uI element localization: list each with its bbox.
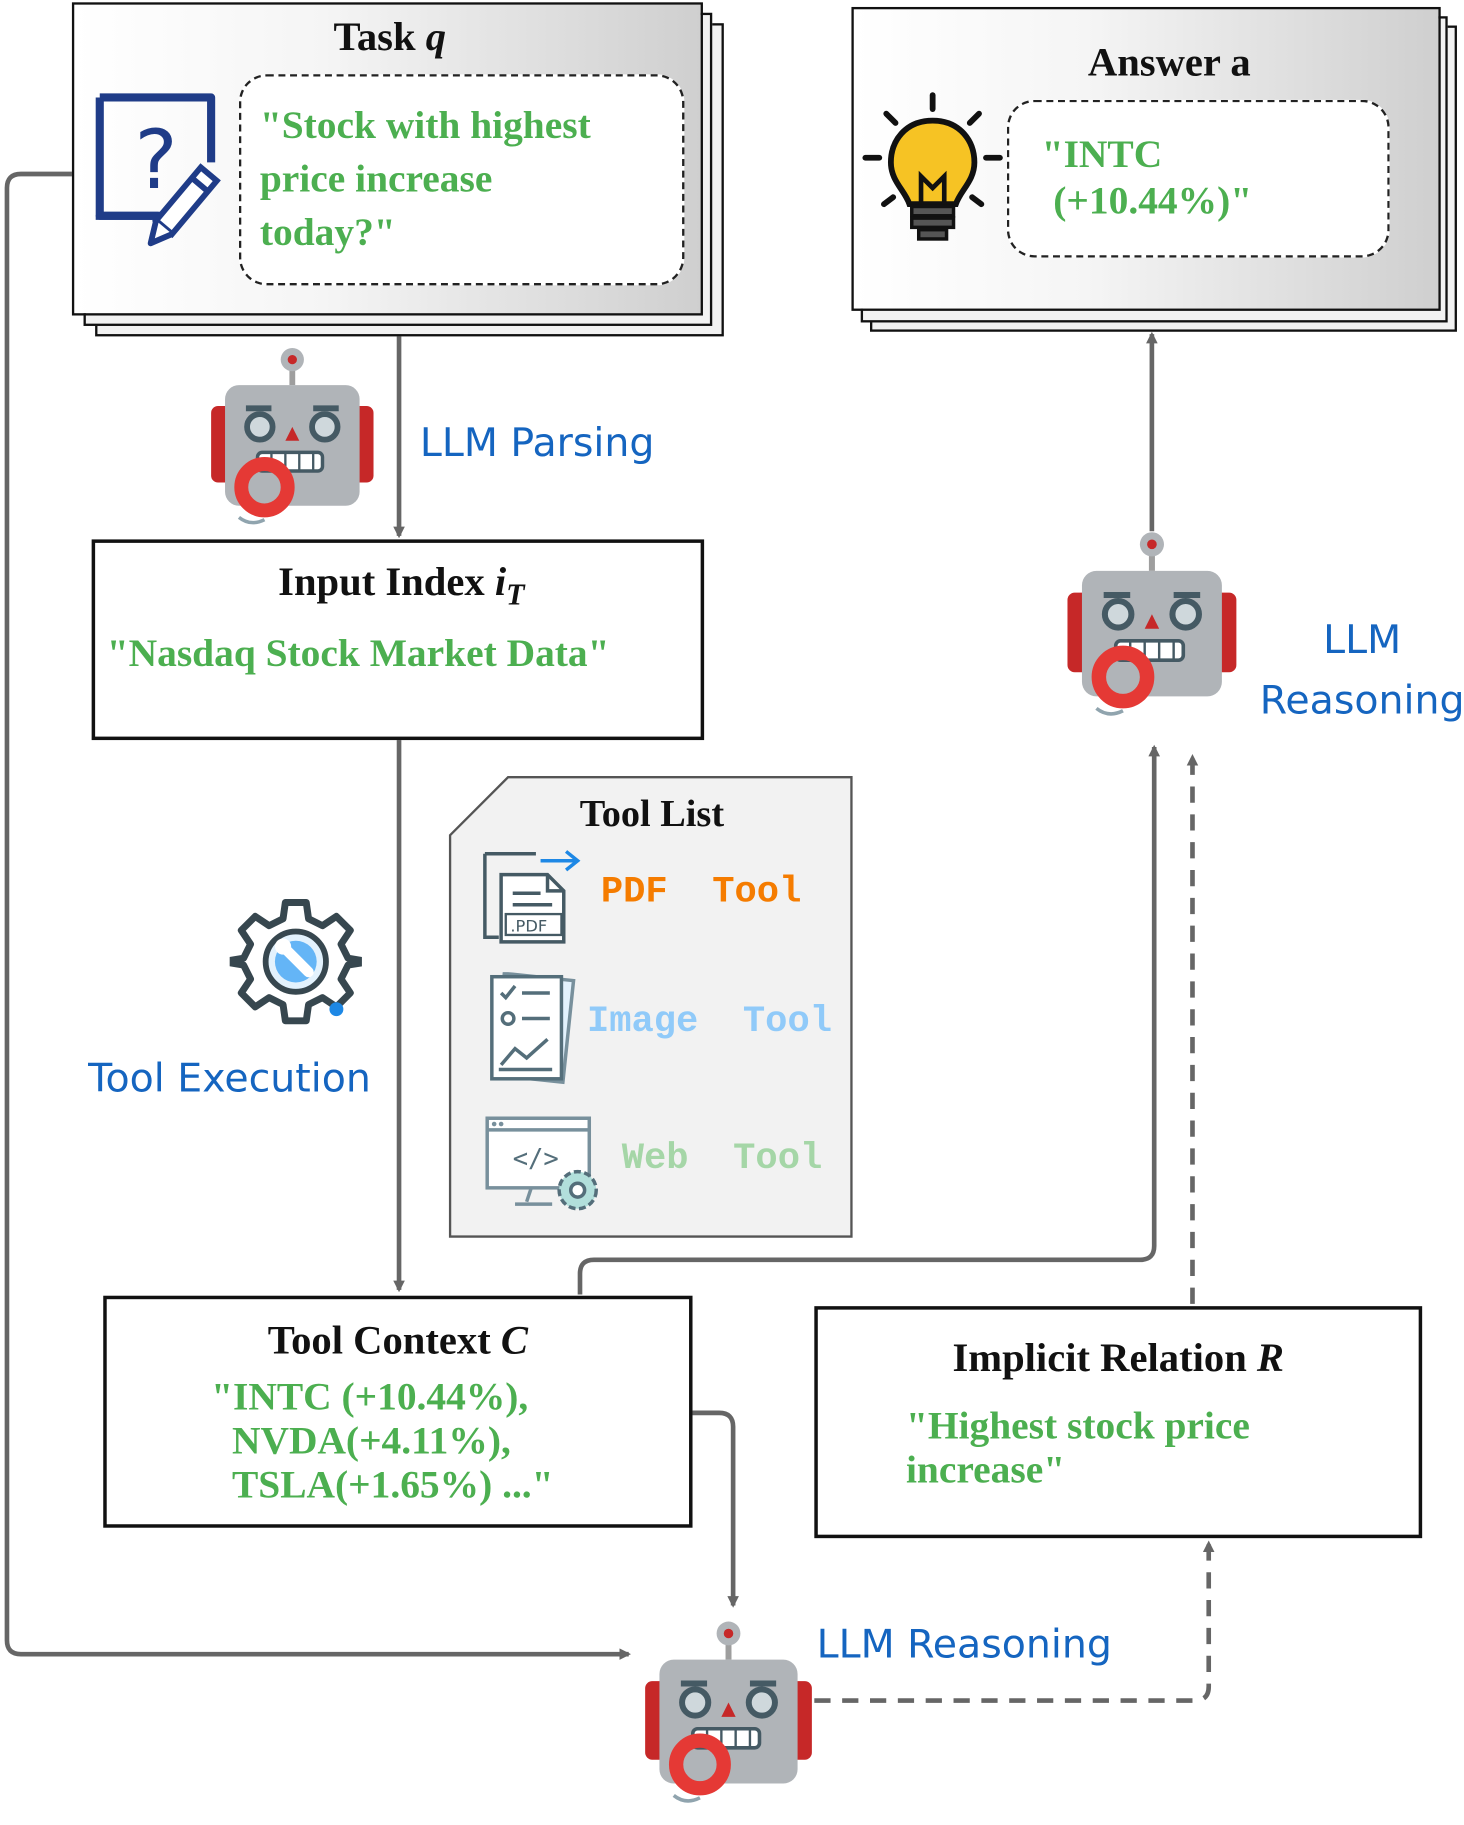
tool-context-symbol: C — [500, 1317, 528, 1363]
tool-context-line: NVDA(+4.11%), — [232, 1419, 511, 1463]
tool-context-title: Tool Context C — [267, 1317, 528, 1363]
tool-context-line: TSLA(+1.65%) ..." — [232, 1463, 554, 1507]
tool-context-line: "INTC (+10.44%), — [211, 1375, 529, 1419]
robot-icon — [211, 348, 374, 525]
svg-text:?: ? — [135, 114, 178, 208]
arrow-task-to-bottom-robot — [4, 171, 632, 1660]
task-title: Task q — [333, 13, 447, 60]
answer-line: "INTC — [1041, 133, 1163, 177]
arrow-bottom-robot-to-implicit-relation — [814, 1540, 1215, 1703]
tool-item-label: Web Tool — [621, 1136, 823, 1180]
tool-item-label: Image Tool — [586, 999, 832, 1043]
answer-panel: "INTC (+10.44%)" — [1006, 99, 1390, 258]
image-report-icon — [490, 972, 576, 1085]
implicit-relation-line: "Highest stock price — [905, 1404, 1250, 1448]
arrow-tool-context-to-right-robot — [577, 744, 1160, 1295]
pdf-file-icon: .PDF — [483, 850, 581, 944]
tool-item-label: PDF Tool — [600, 870, 802, 913]
lightbulb-icon — [862, 92, 1003, 241]
llm-reasoning-bottom-label: LLM Reasoning — [816, 1621, 1112, 1669]
tool-item-image: Image Tool — [480, 972, 854, 1088]
robot-icon — [1067, 532, 1237, 716]
robot-icon — [645, 1621, 812, 1803]
svg-text:</>: </> — [513, 1144, 559, 1174]
tool-item-pdf: .PDF PDF Tool — [480, 842, 854, 946]
question-document-icon: ? — [95, 93, 221, 247]
tool-list-panel: Tool List .PDF PDF Tool — [448, 775, 856, 1239]
answer-line: (+10.44%)" — [1053, 179, 1253, 223]
input-index-title: Input Index iT — [278, 559, 525, 612]
implicit-relation-line: increase" — [905, 1448, 1066, 1492]
task-query-line: "Stock with highest — [259, 104, 591, 148]
tool-context-box: Tool Context C "INTC (+10.44%), NVDA(+4.… — [103, 1295, 693, 1528]
tool-item-web: </> Web Tool — [480, 1114, 854, 1218]
answer-title: Answer a — [1087, 39, 1251, 85]
llm-reasoning-right-label: LLM Reasoning — [1259, 617, 1464, 724]
input-index-value: "Nasdaq Stock Market Data" — [106, 632, 610, 676]
implicit-relation-box: Implicit Relation R "Highest stock price… — [814, 1306, 1423, 1539]
arrow-tool-context-to-bottom-robot — [692, 1410, 739, 1608]
task-query-line: price increase — [259, 157, 493, 201]
svg-text:.PDF: .PDF — [510, 916, 547, 935]
task-symbol: q — [425, 13, 447, 60]
implicit-relation-symbol: R — [1256, 1335, 1285, 1381]
answer-card: Answer a "INTC — [851, 6, 1457, 332]
llm-parsing-label: LLM Parsing — [419, 419, 655, 467]
input-index-subscript: T — [506, 577, 525, 612]
input-index-box: Input Index iT "Nasdaq Stock Market Data… — [91, 539, 705, 741]
implicit-relation-title: Implicit Relation R — [952, 1335, 1285, 1381]
input-index-symbol: i — [494, 559, 507, 605]
task-query-line: today?" — [259, 211, 396, 255]
task-card: Task q ? "Stock with highest price incre… — [71, 2, 724, 338]
tool-execution-label: Tool Execution — [88, 1055, 371, 1102]
tool-list-title: Tool List — [579, 793, 725, 836]
gear-wrench-icon — [229, 898, 362, 1025]
web-code-gear-icon: </> — [485, 1116, 598, 1211]
task-query-panel: "Stock with highest price increase today… — [238, 74, 685, 286]
